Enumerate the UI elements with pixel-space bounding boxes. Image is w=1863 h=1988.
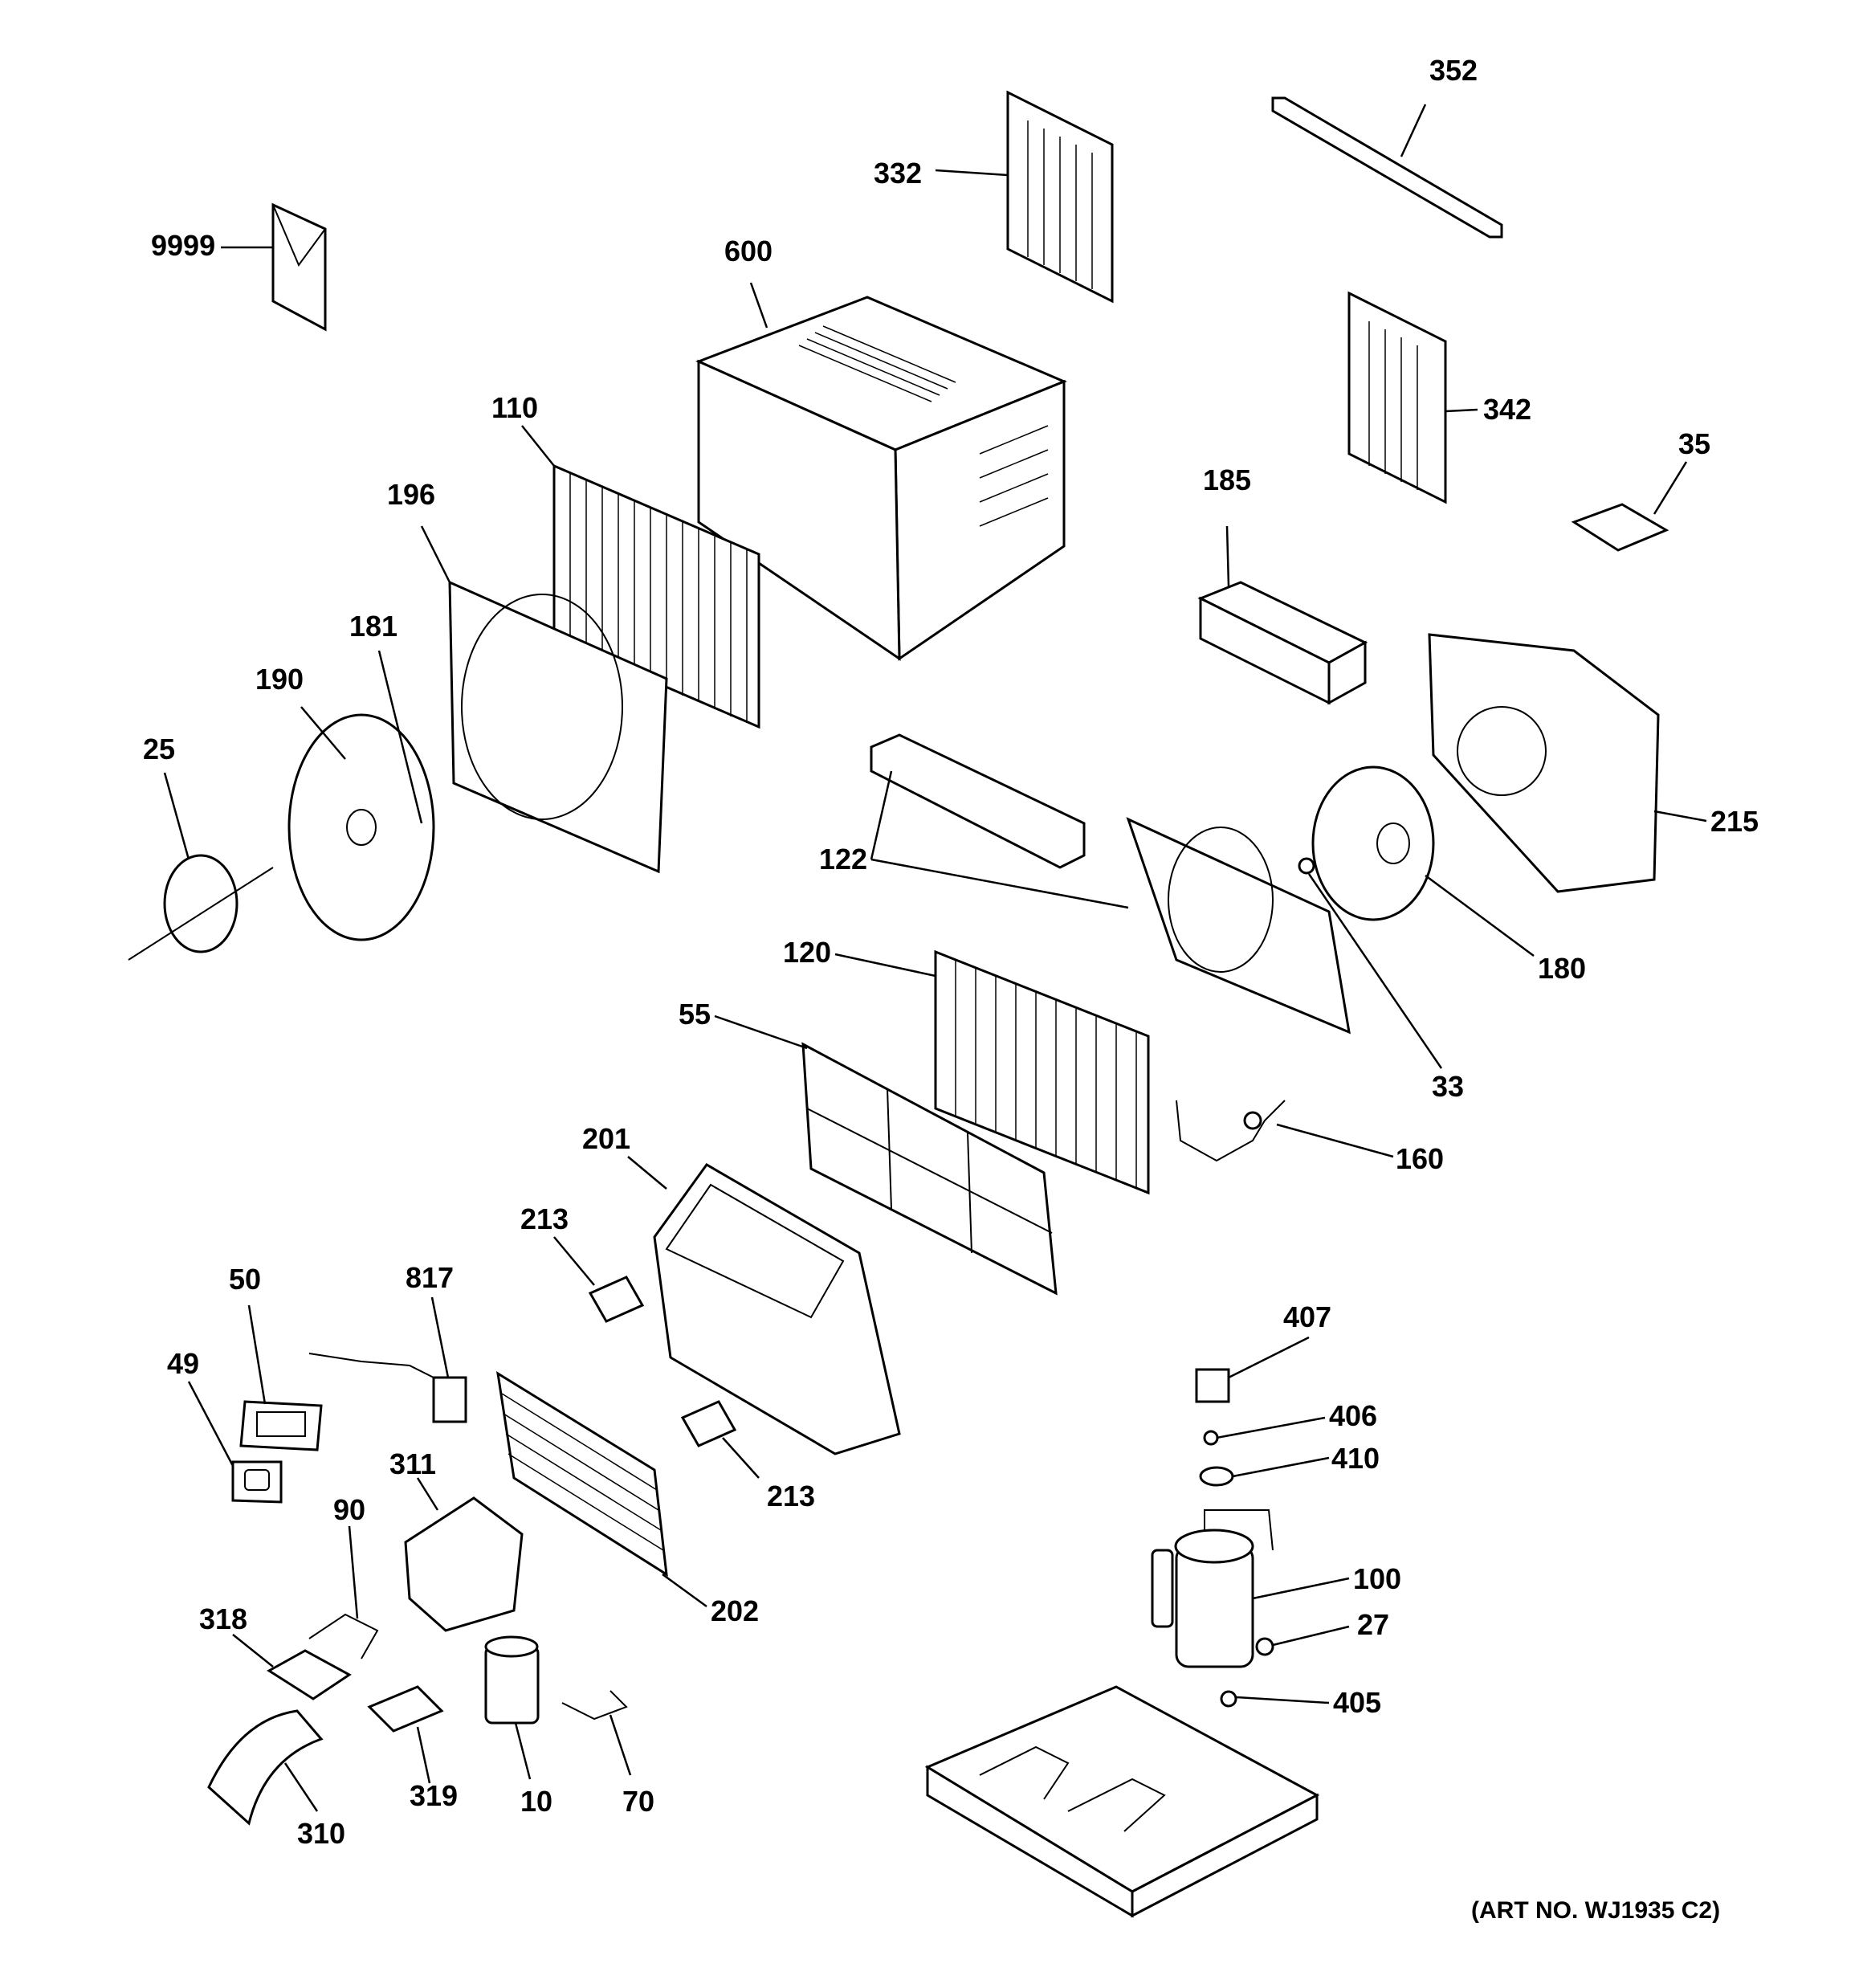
callout-49: 49 — [167, 1347, 199, 1380]
callout-10: 10 — [520, 1785, 552, 1818]
callout-310: 310 — [297, 1817, 345, 1850]
callout-110: 110 — [491, 391, 538, 424]
callout-35: 35 — [1678, 427, 1710, 460]
callout-55: 55 — [679, 998, 711, 1031]
callout-215: 215 — [1710, 805, 1759, 838]
callout-319: 319 — [410, 1779, 458, 1812]
leader-lines — [163, 104, 1707, 1812]
part-33-nut — [1298, 857, 1315, 875]
callout-213-lower: 213 — [767, 1480, 815, 1512]
callout-100: 100 — [1353, 1562, 1401, 1595]
part-202-grille — [496, 1371, 668, 1577]
part-10-capacitor — [484, 1635, 540, 1725]
part-318-bracket — [267, 1649, 352, 1700]
callout-181: 181 — [349, 610, 397, 643]
callout-407: 407 — [1283, 1300, 1331, 1333]
part-9999-literature-envelope — [271, 202, 327, 332]
part-201-front-grille — [653, 1163, 901, 1455]
callout-labels: 352 332 9999 600 342 110 35 185 196 181 … — [143, 54, 1759, 1850]
callout-201: 201 — [582, 1122, 630, 1155]
part-190-condenser-fan — [287, 713, 435, 941]
part-319-bracket — [367, 1685, 444, 1733]
part-27-grommet — [1255, 1637, 1274, 1656]
callout-70: 70 — [622, 1785, 654, 1818]
part-407-overload — [1195, 1368, 1230, 1403]
part-180-blower-wheel — [1311, 765, 1435, 921]
part-215-blower-housing — [1428, 633, 1660, 893]
callout-405: 405 — [1333, 1686, 1381, 1719]
callout-318: 318 — [199, 1602, 247, 1635]
callout-202: 202 — [711, 1594, 759, 1627]
callout-120: 120 — [783, 936, 831, 969]
part-213-clip-lower — [680, 1400, 737, 1447]
part-25-fan-motor — [128, 854, 274, 961]
callout-160: 160 — [1396, 1142, 1444, 1175]
callout-196: 196 — [387, 478, 435, 511]
callout-190: 190 — [255, 663, 304, 696]
part-120-evaporator-coil — [934, 949, 1150, 1195]
part-70-wire-harness — [561, 1690, 628, 1721]
callout-25: 25 — [143, 733, 175, 765]
callout-180: 180 — [1538, 952, 1586, 985]
callout-33: 33 — [1432, 1070, 1464, 1103]
callout-332: 332 — [874, 157, 922, 190]
part-406-fastener — [1203, 1430, 1219, 1446]
part-410-gasket — [1199, 1466, 1234, 1487]
part-342-side-panel — [1347, 291, 1447, 504]
part-817-switch — [308, 1353, 467, 1423]
callout-50: 50 — [229, 1263, 261, 1296]
callout-410: 410 — [1331, 1442, 1380, 1475]
callout-342: 342 — [1483, 393, 1531, 426]
part-160-sensing-bulb — [1176, 1100, 1286, 1162]
part-49-knob-plate — [231, 1460, 283, 1504]
part-100-compressor — [1151, 1509, 1274, 1668]
part-310-cover — [207, 1709, 324, 1826]
part-35-hardware-kit — [1571, 503, 1669, 552]
part-185-duct — [1197, 581, 1368, 705]
callout-600: 600 — [724, 235, 773, 267]
callout-817: 817 — [406, 1261, 454, 1294]
callout-90: 90 — [333, 1493, 365, 1526]
part-122-partition — [870, 733, 1351, 1035]
art-number-label: (ART NO. WJ1935 C2) — [1471, 1897, 1720, 1924]
callout-311: 311 — [389, 1447, 436, 1480]
part-196-fan-shroud — [448, 580, 668, 874]
part-311-control-box — [404, 1496, 524, 1632]
callout-9999: 9999 — [151, 229, 215, 262]
callout-185: 185 — [1203, 463, 1251, 496]
callout-122: 122 — [819, 843, 867, 876]
callout-352: 352 — [1429, 54, 1478, 87]
base-pan — [924, 1685, 1320, 1918]
part-50-control-panel — [239, 1400, 323, 1451]
part-600-cabinet — [695, 296, 1067, 661]
part-352-top-rail — [1271, 96, 1503, 239]
part-332-side-panel — [1006, 90, 1114, 304]
part-90-harness — [308, 1613, 379, 1659]
part-110-condenser-coil — [552, 463, 760, 729]
callout-213-upper: 213 — [520, 1202, 569, 1235]
callout-406: 406 — [1329, 1399, 1377, 1432]
part-405-mounting-nut — [1220, 1690, 1237, 1708]
callout-27: 27 — [1357, 1608, 1389, 1641]
part-55-air-filter — [801, 1042, 1058, 1296]
part-213-clip-upper — [588, 1276, 645, 1323]
